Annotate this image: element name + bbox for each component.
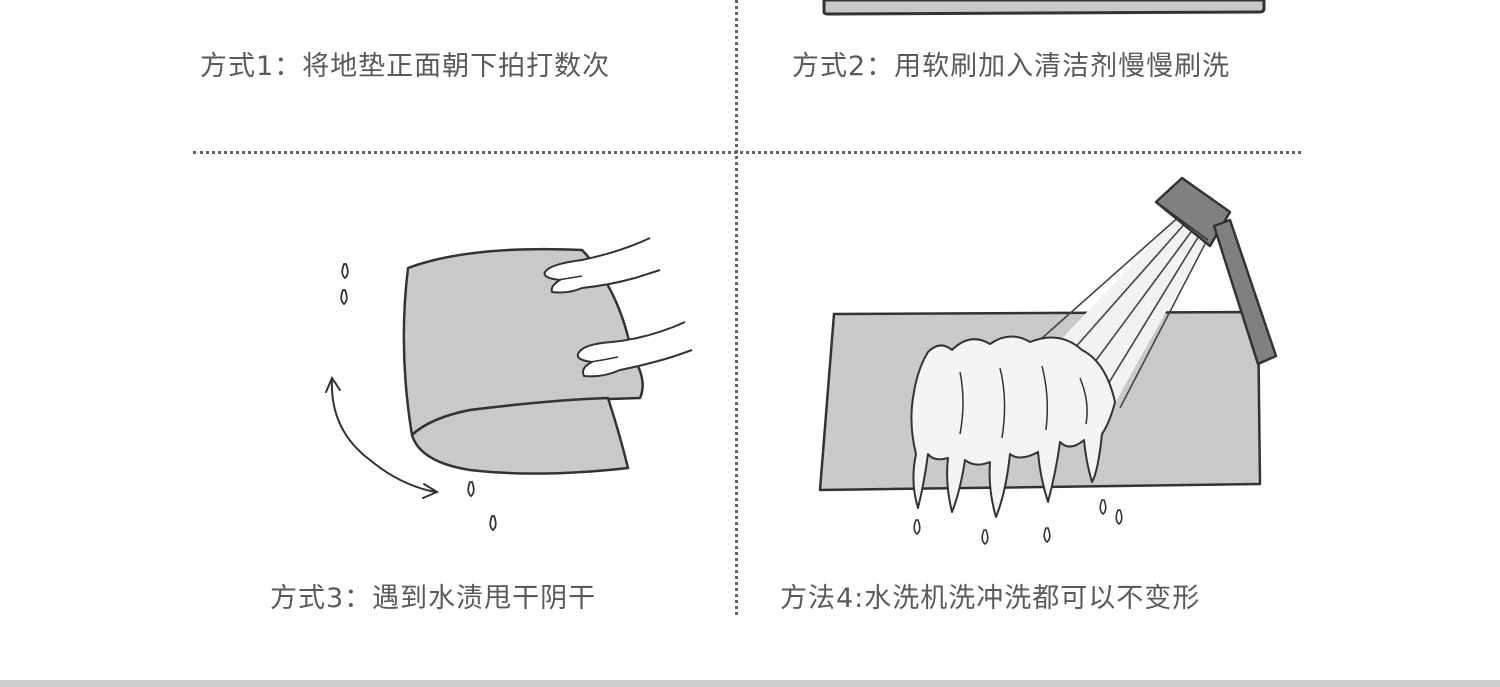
method-2-caption: 方式2：用软刷加入清洁剂慢慢刷洗: [792, 44, 1230, 83]
method-4-caption: 方法4:水洗机洗冲洗都可以不变形: [780, 576, 1200, 615]
method-1-caption: 方式1：将地垫正面朝下拍打数次: [200, 44, 610, 83]
horizontal-dotted-divider: [193, 151, 1301, 154]
bottom-edge-band: [0, 680, 1500, 687]
vertical-dotted-divider: [735, 0, 738, 615]
mat-partial-illustration: [810, 0, 1280, 20]
hands-shaking-mat-illustration: [320, 230, 700, 540]
shower-rinsing-mat-illustration: [810, 172, 1290, 552]
method-3-caption: 方式3：遇到水渍甩干阴干: [270, 576, 596, 615]
